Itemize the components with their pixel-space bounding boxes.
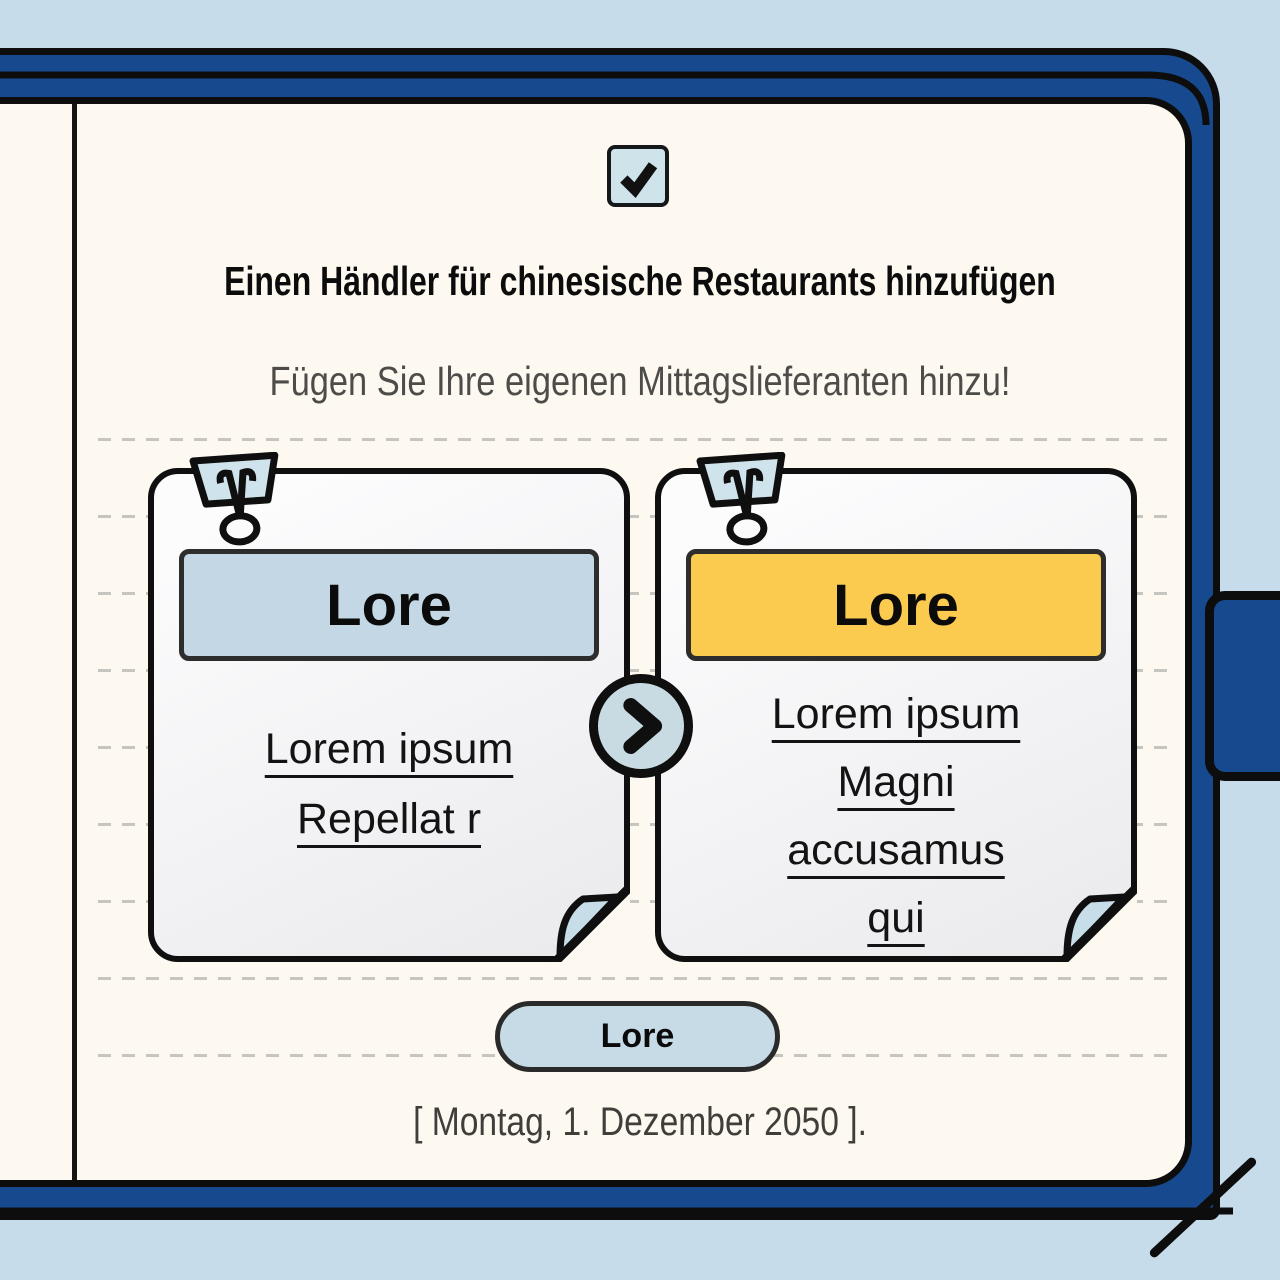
binder-clip-icon	[189, 452, 279, 546]
checkmark-icon	[620, 162, 658, 199]
ruled-line	[98, 592, 1178, 595]
ruled-line	[98, 515, 1178, 518]
page-fold-icon	[1058, 883, 1137, 962]
card-link[interactable]: qui	[867, 894, 925, 942]
date-line: [ Montag, 1. Dezember 2050 ].	[413, 1100, 867, 1144]
note-card-left[interactable]: Lore Lorem ipsum Repellat r	[148, 452, 630, 962]
page-margin-line	[72, 104, 77, 1180]
ruled-line	[98, 977, 1178, 980]
card-link[interactable]: Lorem ipsum	[264, 725, 514, 773]
card-header-right: Lore	[686, 549, 1106, 661]
card-link[interactable]: Magni	[837, 758, 955, 806]
card-link[interactable]: Lorem ipsum	[771, 690, 1021, 738]
page-subtitle: Fügen Sie Ihre eigenen Mittagslieferante…	[269, 358, 1011, 404]
ruled-line	[98, 438, 1178, 441]
ruled-line	[98, 900, 1178, 903]
card-body-right: Lorem ipsum Magni accusamus qui	[661, 680, 1131, 952]
card-link[interactable]: accusamus	[787, 826, 1005, 874]
ruled-line	[98, 669, 1178, 672]
card-header-left: Lore	[179, 549, 599, 661]
page-fold-icon	[551, 883, 630, 962]
chevron-right-icon	[623, 698, 663, 754]
card-body-left: Lorem ipsum Repellat r	[154, 714, 624, 854]
next-arrow-button[interactable]	[589, 674, 693, 778]
note-card-right[interactable]: Lore Lorem ipsum Magni accusamus qui	[655, 452, 1137, 962]
notebook-side-tab	[1205, 591, 1280, 781]
page-title: Einen Händler für chinesische Restaurant…	[224, 258, 1056, 304]
task-checkbox[interactable]	[607, 145, 669, 207]
card-link[interactable]: Repellat r	[296, 795, 482, 843]
action-button[interactable]: Lore	[495, 1001, 780, 1072]
binder-clip-icon	[696, 452, 786, 546]
ruled-line	[98, 823, 1178, 826]
